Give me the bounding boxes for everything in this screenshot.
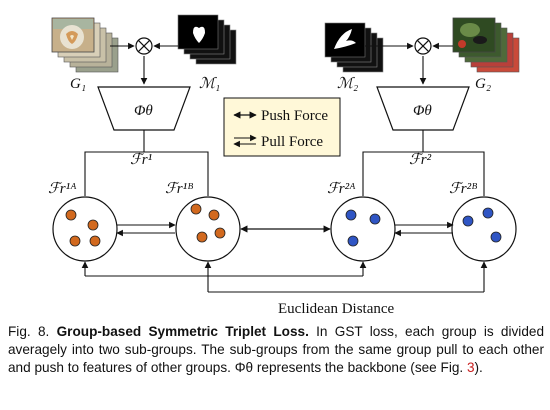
multiply-node-right bbox=[414, 37, 432, 55]
multiply-node-left bbox=[135, 37, 153, 55]
mask-stack-m2 bbox=[324, 22, 384, 73]
sub-group-circle-f2b bbox=[451, 196, 517, 262]
feature-dot-f1b-3 bbox=[196, 231, 208, 243]
sub-group-circle-f1a bbox=[52, 196, 118, 262]
feature-dot-f2a-3 bbox=[347, 235, 359, 247]
euclidean-distance-label: Euclidean Distance bbox=[278, 301, 395, 317]
m2-label: ℳ₂ bbox=[337, 76, 358, 92]
backbone-label-left: Φθ bbox=[134, 103, 153, 119]
m1-label: ℳ₁ bbox=[199, 76, 220, 92]
feature-dot-f1b-4 bbox=[214, 227, 226, 239]
mask-stack-m1 bbox=[177, 14, 237, 65]
backbone-trapezoid-left bbox=[97, 86, 191, 131]
sub-group-label-f1a: ℱr¹ᴬ bbox=[48, 181, 77, 197]
feature-dot-f2b-1 bbox=[462, 215, 474, 227]
caption-body: In GST loss, each group is divided avera… bbox=[8, 324, 545, 375]
feature-label-left: ℱr¹ bbox=[130, 152, 153, 168]
feature-dot-f1a-1 bbox=[65, 209, 77, 221]
legend-pull-label: Pull Force bbox=[261, 134, 323, 150]
sub-group-circle-f1b bbox=[175, 196, 241, 262]
feature-label-right: ℱr² bbox=[409, 152, 432, 168]
feature-dot-f2b-3 bbox=[490, 231, 502, 243]
g1-label: G₁ bbox=[70, 76, 86, 92]
image-stack-g2 bbox=[452, 17, 520, 73]
caption-figure-link[interactable]: 3 bbox=[466, 360, 475, 375]
sub-group-label-f2a: ℱr²ᴬ bbox=[327, 181, 356, 197]
feature-dot-f1a-4 bbox=[89, 235, 101, 247]
caption-end: ). bbox=[474, 360, 483, 375]
sub-group-label-f1b: ℱr¹ᴮ bbox=[165, 181, 193, 197]
backbone-label-right: Φθ bbox=[413, 103, 432, 119]
legend-push-label: Push Force bbox=[261, 108, 328, 124]
feature-dot-f1b-1 bbox=[190, 203, 202, 215]
legend-box bbox=[223, 97, 341, 157]
backbone-trapezoid-right bbox=[376, 86, 470, 131]
sub-group-circle-f2a bbox=[330, 196, 396, 262]
feature-dot-f2a-1 bbox=[345, 209, 357, 221]
feature-dot-f1a-2 bbox=[87, 219, 99, 231]
sub-group-layer: ℱr¹ᴬ ℱr¹ᴮ ℱr²ᴬ ℱr²ᴮ bbox=[48, 181, 517, 262]
figure-caption: Fig. 8. Group-based Symmetric Triplet Lo… bbox=[8, 323, 544, 377]
feature-dot-f2b-2 bbox=[482, 207, 494, 219]
g2-label: G₂ bbox=[475, 76, 491, 92]
gst-loss-diagram: Push Force Pull Force G₁ ℳ₁ Φθ ℳ₂ G₂ Φθ … bbox=[48, 14, 520, 317]
caption-title: Group-based Symmetric Triplet Loss. bbox=[56, 324, 309, 339]
pull-arrow-icon bbox=[233, 134, 257, 148]
feature-dot-f1a-3 bbox=[69, 235, 81, 247]
feature-dot-f2a-2 bbox=[369, 213, 381, 225]
feature-dot-f1b-2 bbox=[208, 209, 220, 221]
caption-prefix: Fig. 8. bbox=[8, 324, 50, 339]
image-stack-g1 bbox=[51, 17, 119, 73]
sub-group-label-f2b: ℱr²ᴮ bbox=[449, 181, 477, 197]
